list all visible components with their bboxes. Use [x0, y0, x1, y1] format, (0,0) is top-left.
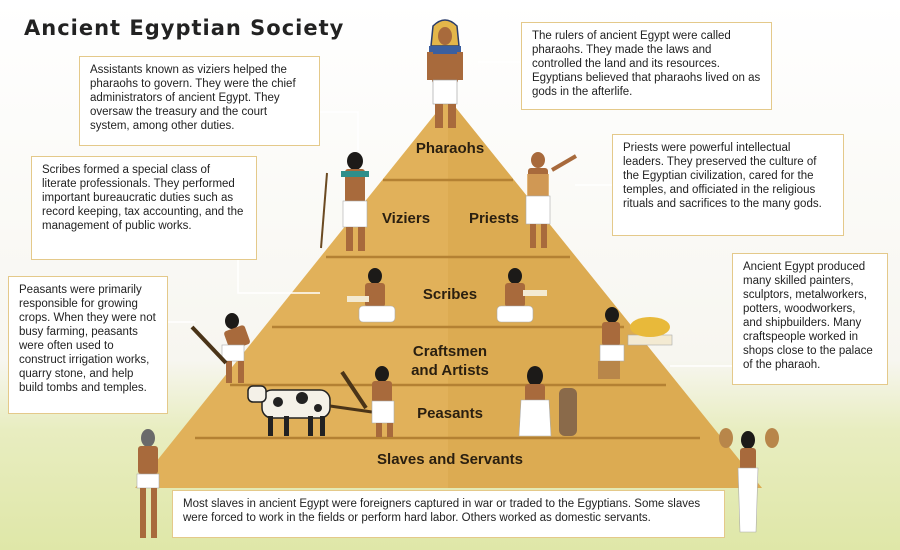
scribe-figure-right [496, 268, 547, 323]
connector-lines [168, 61, 732, 367]
craftsman-figure [598, 307, 673, 379]
peasant-figure [340, 366, 395, 437]
tier-label-viziers: Viziers [381, 210, 431, 227]
tier-bands [195, 178, 700, 440]
ox-figure [247, 385, 373, 436]
callout-scribes: Scribes formed a special class of litera… [31, 156, 257, 260]
tier-label-craftsmen: Craftsmen and Artists [411, 343, 489, 379]
callout-pharaohs: The rulers of ancient Egypt were called … [521, 22, 772, 110]
tier-label-priests: Priests [468, 210, 520, 227]
farmer-figure [190, 313, 250, 383]
page-title: Ancient Egyptian Society [24, 16, 345, 40]
priest-figure [525, 152, 578, 248]
tier-label-pharaohs: Pharaohs [415, 140, 485, 157]
connector-scribes [237, 257, 320, 294]
tier-label-scribes: Scribes [422, 286, 478, 303]
tier-label-slaves: Slaves and Servants [377, 451, 523, 468]
callout-viziers: Assistants known as viziers helped the p… [79, 56, 320, 146]
callout-slaves: Most slaves in ancient Egypt were foreig… [172, 490, 725, 538]
servant-figure-right [719, 428, 779, 533]
vizier-figure [320, 152, 369, 251]
servant-figure-left [136, 429, 160, 538]
callout-priests: Priests were powerful intellectual leade… [612, 134, 844, 236]
connector-viziers [320, 111, 359, 150]
callout-peasants: Peasants were primarily responsible for … [8, 276, 168, 414]
water-carrier-figure [518, 366, 577, 437]
callout-craftsmen: Ancient Egypt produced many skilled pain… [732, 253, 888, 385]
pharaoh-figure [427, 19, 463, 128]
tier-label-peasants: Peasants [417, 405, 483, 422]
scribe-figure-left [347, 268, 396, 323]
